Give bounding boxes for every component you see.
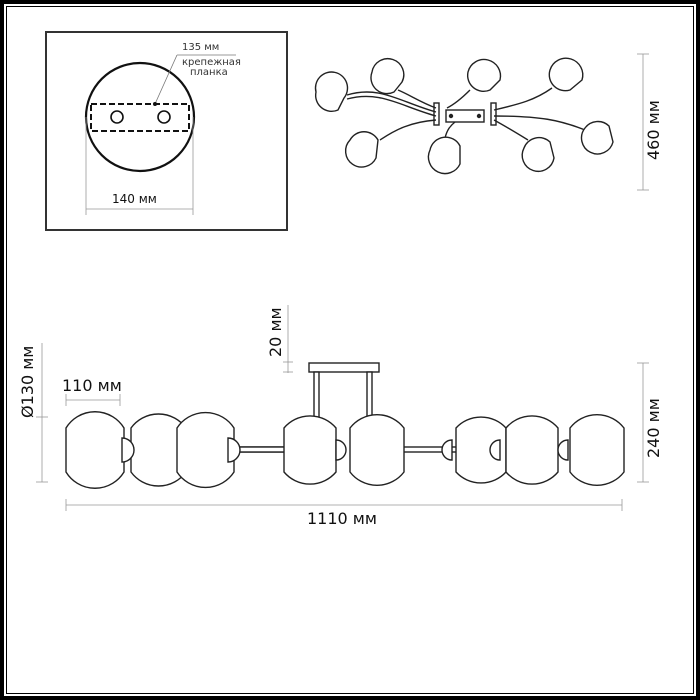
top-view-drawing [314,53,649,191]
top-view-width-label: 460 мм [644,100,663,160]
canopy-height-label: 20 мм [266,307,285,357]
canopy-inset-box [45,31,288,231]
inner-frame [6,6,694,694]
shade-diameter-label: Ø130 мм [18,345,37,418]
plate-dimension-label: 135 мм [182,42,220,53]
canopy-diameter-label: 140 мм [112,192,157,206]
total-height-label: 240 мм [644,398,663,458]
total-length-label: 1110 мм [307,509,377,528]
side-view-dimensions [36,305,649,511]
plate-label-line2: планка [190,67,228,78]
shade-spacing-label: 110 мм [62,376,122,395]
plate-label-line1: крепежная [182,57,241,68]
side-view-drawing [65,362,625,489]
canopy-plan [84,54,236,215]
